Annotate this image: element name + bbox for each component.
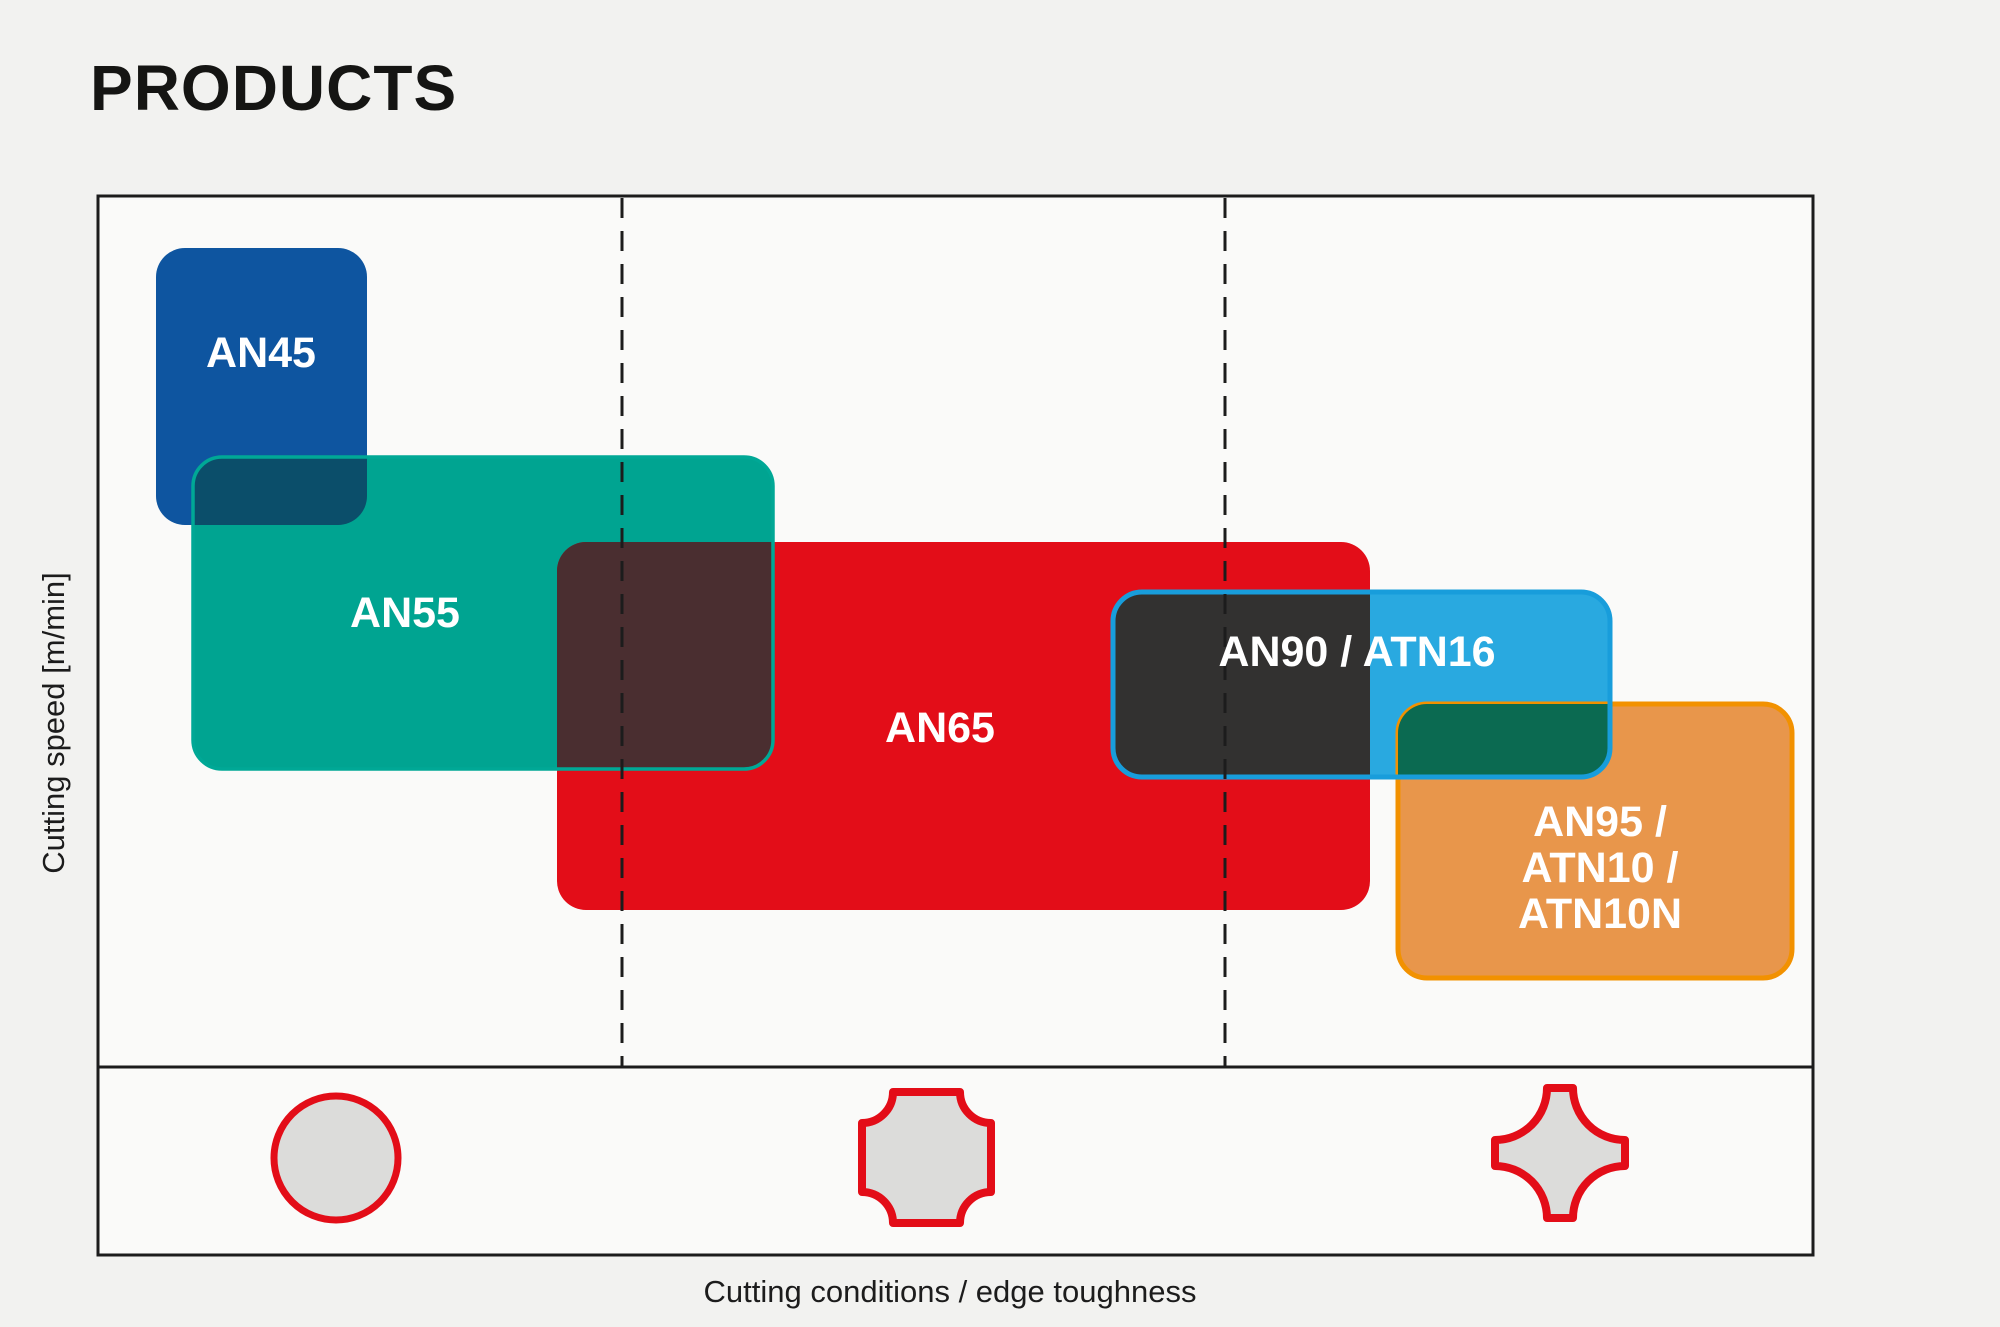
star-insert-icon [1491, 1084, 1629, 1222]
square-concave-insert-icon [858, 1088, 995, 1227]
area-an55-border [191, 455, 775, 771]
overlap-an55-an65 [557, 542, 773, 769]
label-an90-atn16: AN90 / ATN16 [1218, 628, 1495, 676]
page-title: PRODUCTS [90, 52, 457, 124]
x-axis-label: Cutting conditions / edge toughness [704, 1274, 1197, 1309]
label-an95-line3: ATN10N [1518, 890, 1682, 938]
plot-frame [96, 194, 1815, 1257]
label-an45: AN45 [206, 329, 316, 377]
round-insert-icon [270, 1092, 402, 1224]
label-an55: AN55 [350, 589, 460, 637]
overlap-an90-an95 [1398, 704, 1610, 777]
label-an95-line2: ATN10 / [1522, 844, 1679, 892]
overlap-an65-an90 [1113, 592, 1370, 777]
label-an95-line1: AN95 / [1533, 798, 1667, 846]
area-an90-border [1110, 589, 1613, 780]
y-axis-label: Cutting speed [m/min] [36, 572, 71, 874]
label-an65: AN65 [885, 704, 995, 752]
